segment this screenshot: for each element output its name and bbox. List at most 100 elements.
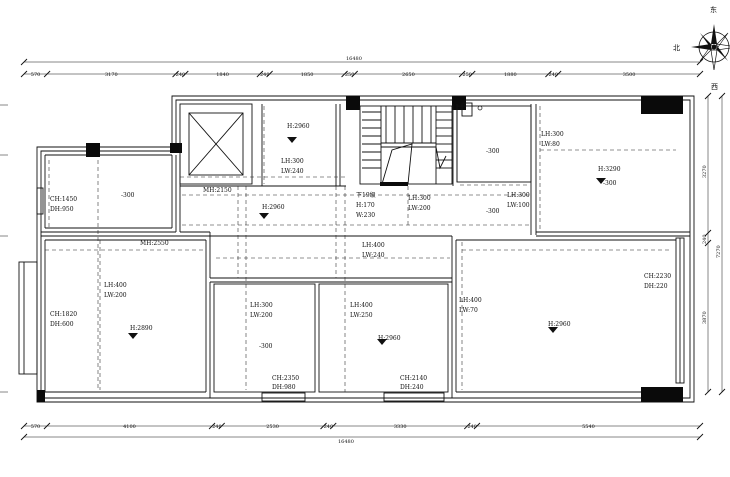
minus300-bath: -300 xyxy=(486,148,500,155)
elevation-marker xyxy=(548,327,558,333)
stair-label-1: 下19级 xyxy=(356,191,376,199)
bottom-total-dimension: 16480 xyxy=(338,439,354,445)
ch2140-label: CH:2140 xyxy=(400,375,427,382)
top-tick xyxy=(458,70,466,78)
bottom-tick xyxy=(43,422,51,430)
mh2550-label: MH:2550 xyxy=(140,240,169,247)
lh300-lw240-a: LH:300 xyxy=(281,158,304,165)
lh400-lw200-b: LW:200 xyxy=(104,292,127,299)
elev-room-height: H:2960 xyxy=(287,123,310,130)
lh300-lw240-b: LW:240 xyxy=(281,168,304,175)
minus300-corridor: -300 xyxy=(486,208,500,215)
lh400-lw70-a: LH:400 xyxy=(459,297,482,304)
compass-east-label: 东 xyxy=(710,5,717,14)
compass-north-label: 北 xyxy=(673,44,680,52)
right-dimension-lines: 3270 240 3870 7270 xyxy=(702,92,726,396)
top-tick xyxy=(554,70,562,78)
lh400-lw240-b: LW:240 xyxy=(362,252,385,259)
top-tick xyxy=(266,70,273,78)
bottom-dim-3: 240 xyxy=(212,424,222,430)
ch1820-label: CH:1820 xyxy=(50,311,77,318)
bottom-dim-8: 5540 xyxy=(582,424,595,430)
right-dim-2: 240 xyxy=(702,234,708,244)
annotations: H:2960 LH:300 LW:240 MH:2150 H:2960 下19级… xyxy=(50,123,671,391)
interior-walls xyxy=(41,103,690,398)
top-tick xyxy=(256,70,264,78)
right-total-dimension: 7270 xyxy=(716,245,722,258)
lh300-lw80-b: LW:80 xyxy=(541,141,560,148)
top-tick xyxy=(43,70,51,78)
top-dim-4: 1840 xyxy=(216,72,229,78)
top-tick xyxy=(468,70,476,78)
dh980-label: DH:980 xyxy=(272,384,296,391)
top-tick xyxy=(545,70,552,78)
lh300-lw200-sm-b: LW:200 xyxy=(250,312,273,319)
bathroom-fixture xyxy=(461,102,483,117)
corridor-height: H:2960 xyxy=(262,204,285,211)
lh400-lw250-a: LH:400 xyxy=(350,302,373,309)
bottom-dim-4: 2530 xyxy=(266,424,279,430)
top-tick xyxy=(181,70,189,78)
bottom-dim-6: 3330 xyxy=(394,424,407,430)
compass-west-label: 西 xyxy=(711,83,718,91)
top-dim-8: 2650 xyxy=(402,72,415,78)
lh400-lw200-a: LH:400 xyxy=(104,282,127,289)
bottom-tick xyxy=(20,433,28,441)
bottom-dim-2: 4100 xyxy=(123,424,136,430)
ch1450-label: CH:1450 xyxy=(50,196,77,203)
top-dim-1: 570 xyxy=(31,72,41,78)
elevation-marker xyxy=(287,137,297,143)
left-extension-lines xyxy=(0,104,8,393)
top-dim-9: 250 xyxy=(462,72,472,78)
top-dim-10: 1880 xyxy=(504,72,517,78)
h2960-se-label: H:2960 xyxy=(548,321,571,328)
minus300-ne: -300 xyxy=(603,180,617,187)
top-total-dimension: 16480 xyxy=(346,56,362,62)
dh950-label: DH:950 xyxy=(50,206,74,213)
top-tick xyxy=(172,70,179,78)
bottom-tick xyxy=(320,422,327,430)
dh240-label: DH:240 xyxy=(400,384,424,391)
dh220-label: DH:220 xyxy=(644,283,668,290)
lh300-lw200-stair-a: LH:300 xyxy=(408,195,431,202)
top-tick xyxy=(341,70,348,78)
stair-label-2: H:170 xyxy=(356,202,375,209)
lh300-lw200-sm-a: LH:300 xyxy=(250,302,273,309)
lh300-lw100-a: LH:300 xyxy=(507,192,530,199)
staircase xyxy=(359,105,453,186)
bottom-dim-7: 240 xyxy=(467,424,477,430)
bottom-tick xyxy=(218,422,226,430)
minus300-nw: -300 xyxy=(121,192,135,199)
lh400-lw70-b: LW:70 xyxy=(459,307,478,314)
elevation-marker xyxy=(377,339,387,345)
stair-label-3: W:230 xyxy=(356,212,375,219)
top-tick xyxy=(20,70,28,78)
top-tick xyxy=(20,58,28,66)
top-dim-3: 240 xyxy=(176,72,186,78)
h2960-mid-label: H:2960 xyxy=(378,335,401,342)
h2890-label: H:2890 xyxy=(130,325,153,332)
top-dim-7: 250 xyxy=(345,72,355,78)
elevation-markers xyxy=(128,137,606,345)
ch2230-label: CH:2230 xyxy=(644,273,671,280)
bottom-dim-1: 570 xyxy=(31,424,41,430)
top-tick xyxy=(696,58,704,66)
elevation-marker xyxy=(259,213,269,219)
bottom-tick xyxy=(208,422,216,430)
lh300-lw200-stair-b: LW:200 xyxy=(408,205,431,212)
outer-walls xyxy=(18,95,695,403)
top-dim-6: 1850 xyxy=(301,72,314,78)
compass-rose: 东 北 西 xyxy=(673,5,730,91)
right-dim-3: 3870 xyxy=(702,311,708,324)
bottom-dim-5: 240 xyxy=(324,424,334,430)
bottom-tick xyxy=(463,422,471,430)
lh300-lw80-a: LH:300 xyxy=(541,131,564,138)
top-dim-5: 240 xyxy=(260,72,270,78)
bottom-tick xyxy=(696,433,704,441)
bottom-dimension-lines: 16480 570 4100 240 2530 240 3330 240 5540 xyxy=(20,422,704,445)
dh600-label: DH:600 xyxy=(50,321,74,328)
lh400-lw250-b: LW:250 xyxy=(350,312,373,319)
top-dim-11: 240 xyxy=(549,72,559,78)
top-dim-12: 3500 xyxy=(623,72,636,78)
